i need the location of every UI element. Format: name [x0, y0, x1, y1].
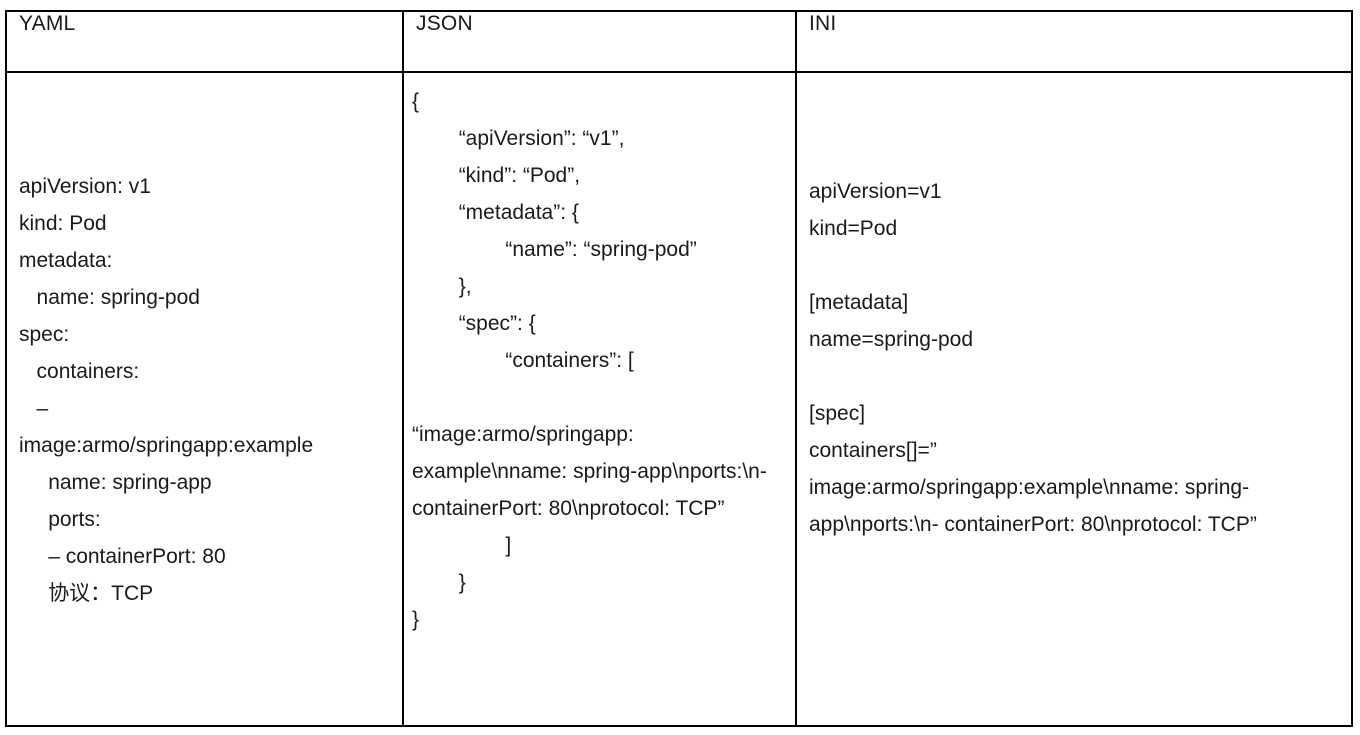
table-header: YAML JSON INI	[5, 10, 1353, 73]
column-header-ini: INI	[795, 10, 1353, 73]
json-code-snippet: { “apiVersion”: “v1”, “kind”: “Pod”, “me…	[412, 90, 767, 631]
column-header-json: JSON	[402, 10, 797, 73]
column-header-yaml: YAML	[5, 10, 404, 73]
column-header-yaml-label: YAML	[19, 12, 76, 35]
column-header-ini-label: INI	[809, 12, 837, 35]
yaml-code-snippet: apiVersion: v1 kind: Pod metadata: name:…	[19, 175, 314, 605]
table-header-row: YAML JSON INI	[5, 10, 1353, 73]
table-row: apiVersion: v1 kind: Pod metadata: name:…	[5, 71, 1353, 727]
cell-ini-content: apiVersion=v1 kind=Pod [metadata] name=s…	[795, 71, 1353, 727]
cell-json-content: { “apiVersion”: “v1”, “kind”: “Pod”, “me…	[402, 71, 797, 727]
table-body: apiVersion: v1 kind: Pod metadata: name:…	[5, 71, 1353, 727]
ini-code-snippet: apiVersion=v1 kind=Pod [metadata] name=s…	[809, 180, 1257, 536]
column-header-json-label: JSON	[416, 12, 473, 35]
cell-yaml-content: apiVersion: v1 kind: Pod metadata: name:…	[5, 71, 404, 727]
format-comparison-table: YAML JSON INI apiVersion: v1 kind: Pod m…	[5, 10, 1353, 727]
